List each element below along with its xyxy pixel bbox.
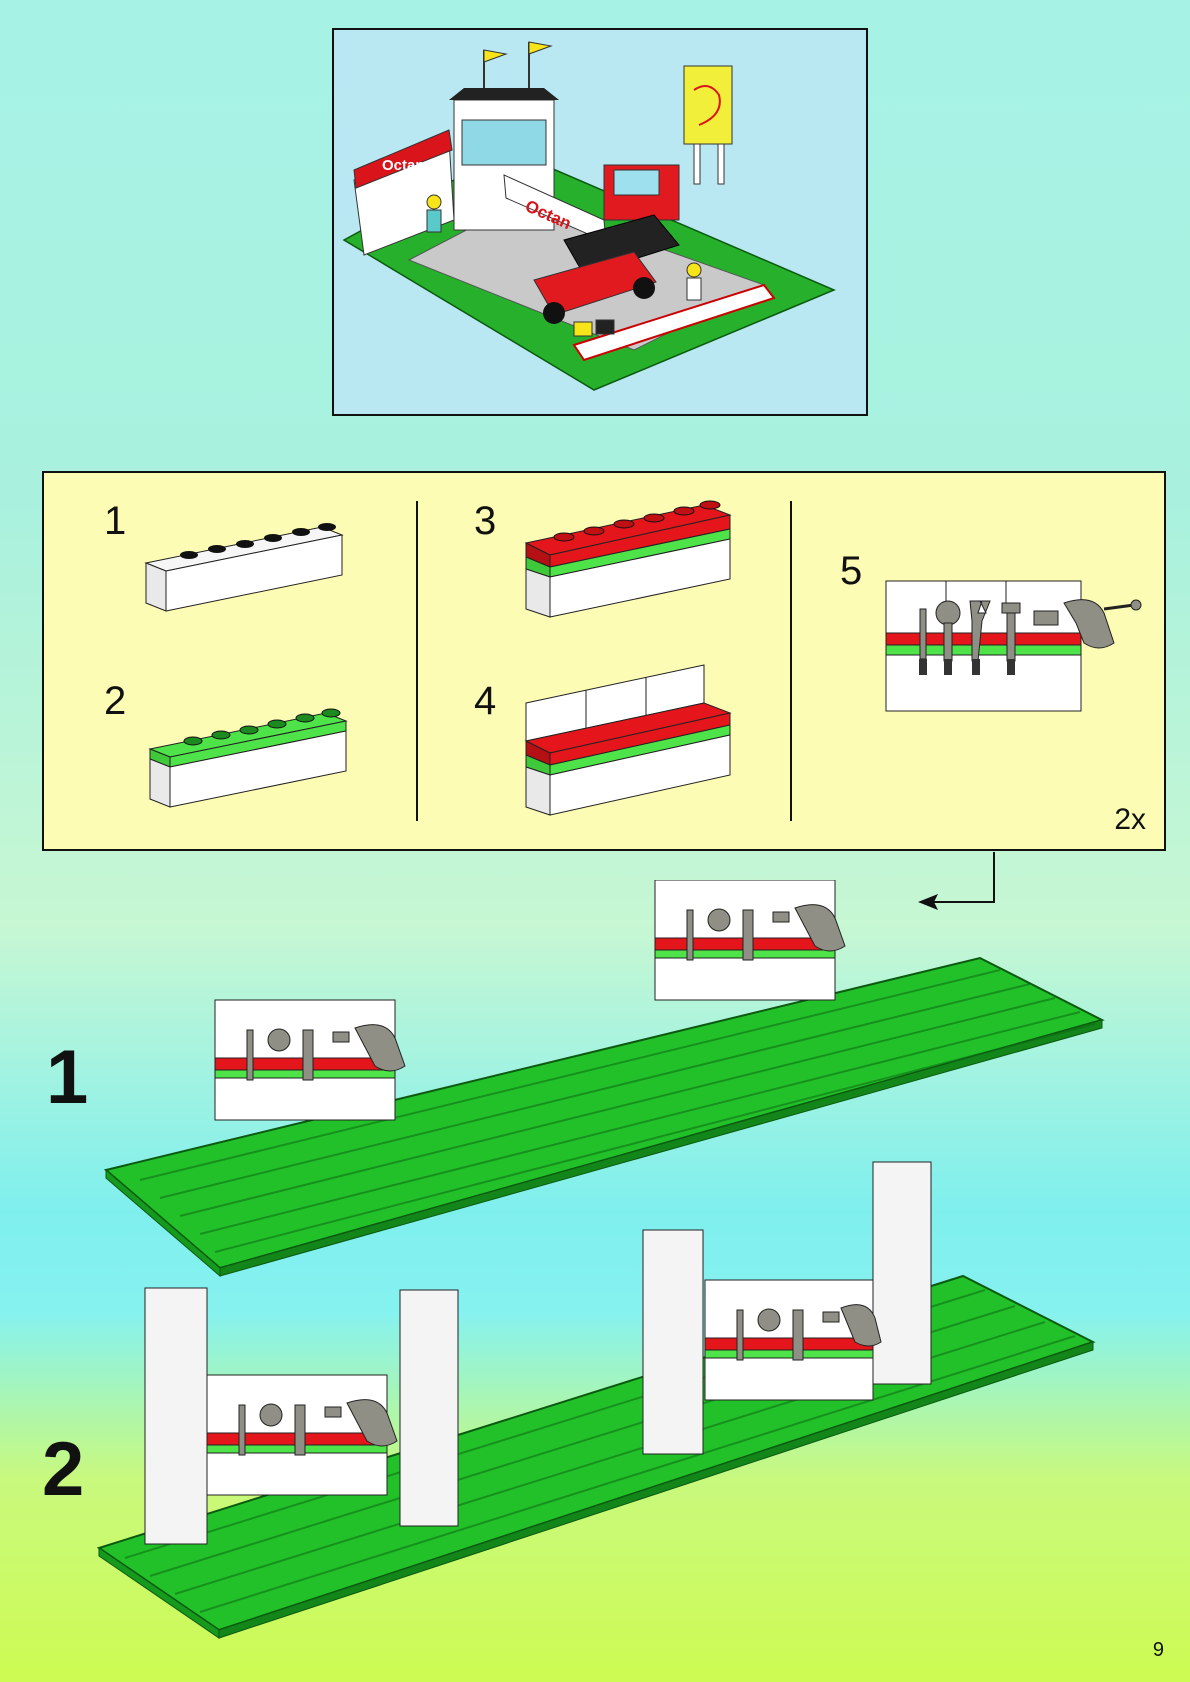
page-number: 9: [1152, 1639, 1164, 1661]
placement-arrow-icon: [918, 852, 995, 910]
panel-divider: [790, 501, 792, 821]
red-tile-on-brick-icon: [524, 500, 732, 618]
white-brick-1x6-icon: [144, 523, 344, 612]
step-1-baseplate-illustration: [103, 880, 1105, 1278]
tool-rack-assembly-icon: [885, 580, 1142, 712]
substep-1-number: 1: [104, 499, 127, 543]
step-2-number: 2: [42, 1427, 85, 1512]
quantity-multiplier: 2x: [1114, 803, 1146, 836]
substep-4-number: 4: [474, 679, 497, 723]
white-panel-assembly-icon: [524, 664, 732, 816]
step-1-number: 1: [46, 1035, 89, 1120]
octan-sign-text: Octan: [382, 157, 425, 174]
completed-model-illustration: Octan Octan: [332, 28, 868, 416]
green-white-brick-icon: [148, 708, 348, 808]
subassembly-panel: 1 2 3 4 5: [42, 471, 1166, 851]
substep-3-number: 3: [474, 499, 497, 543]
panel-divider: [416, 501, 418, 821]
substep-2-number: 2: [104, 679, 127, 723]
step-2-baseplate-illustration: [96, 1161, 1096, 1639]
substep-5-number: 5: [840, 549, 863, 593]
